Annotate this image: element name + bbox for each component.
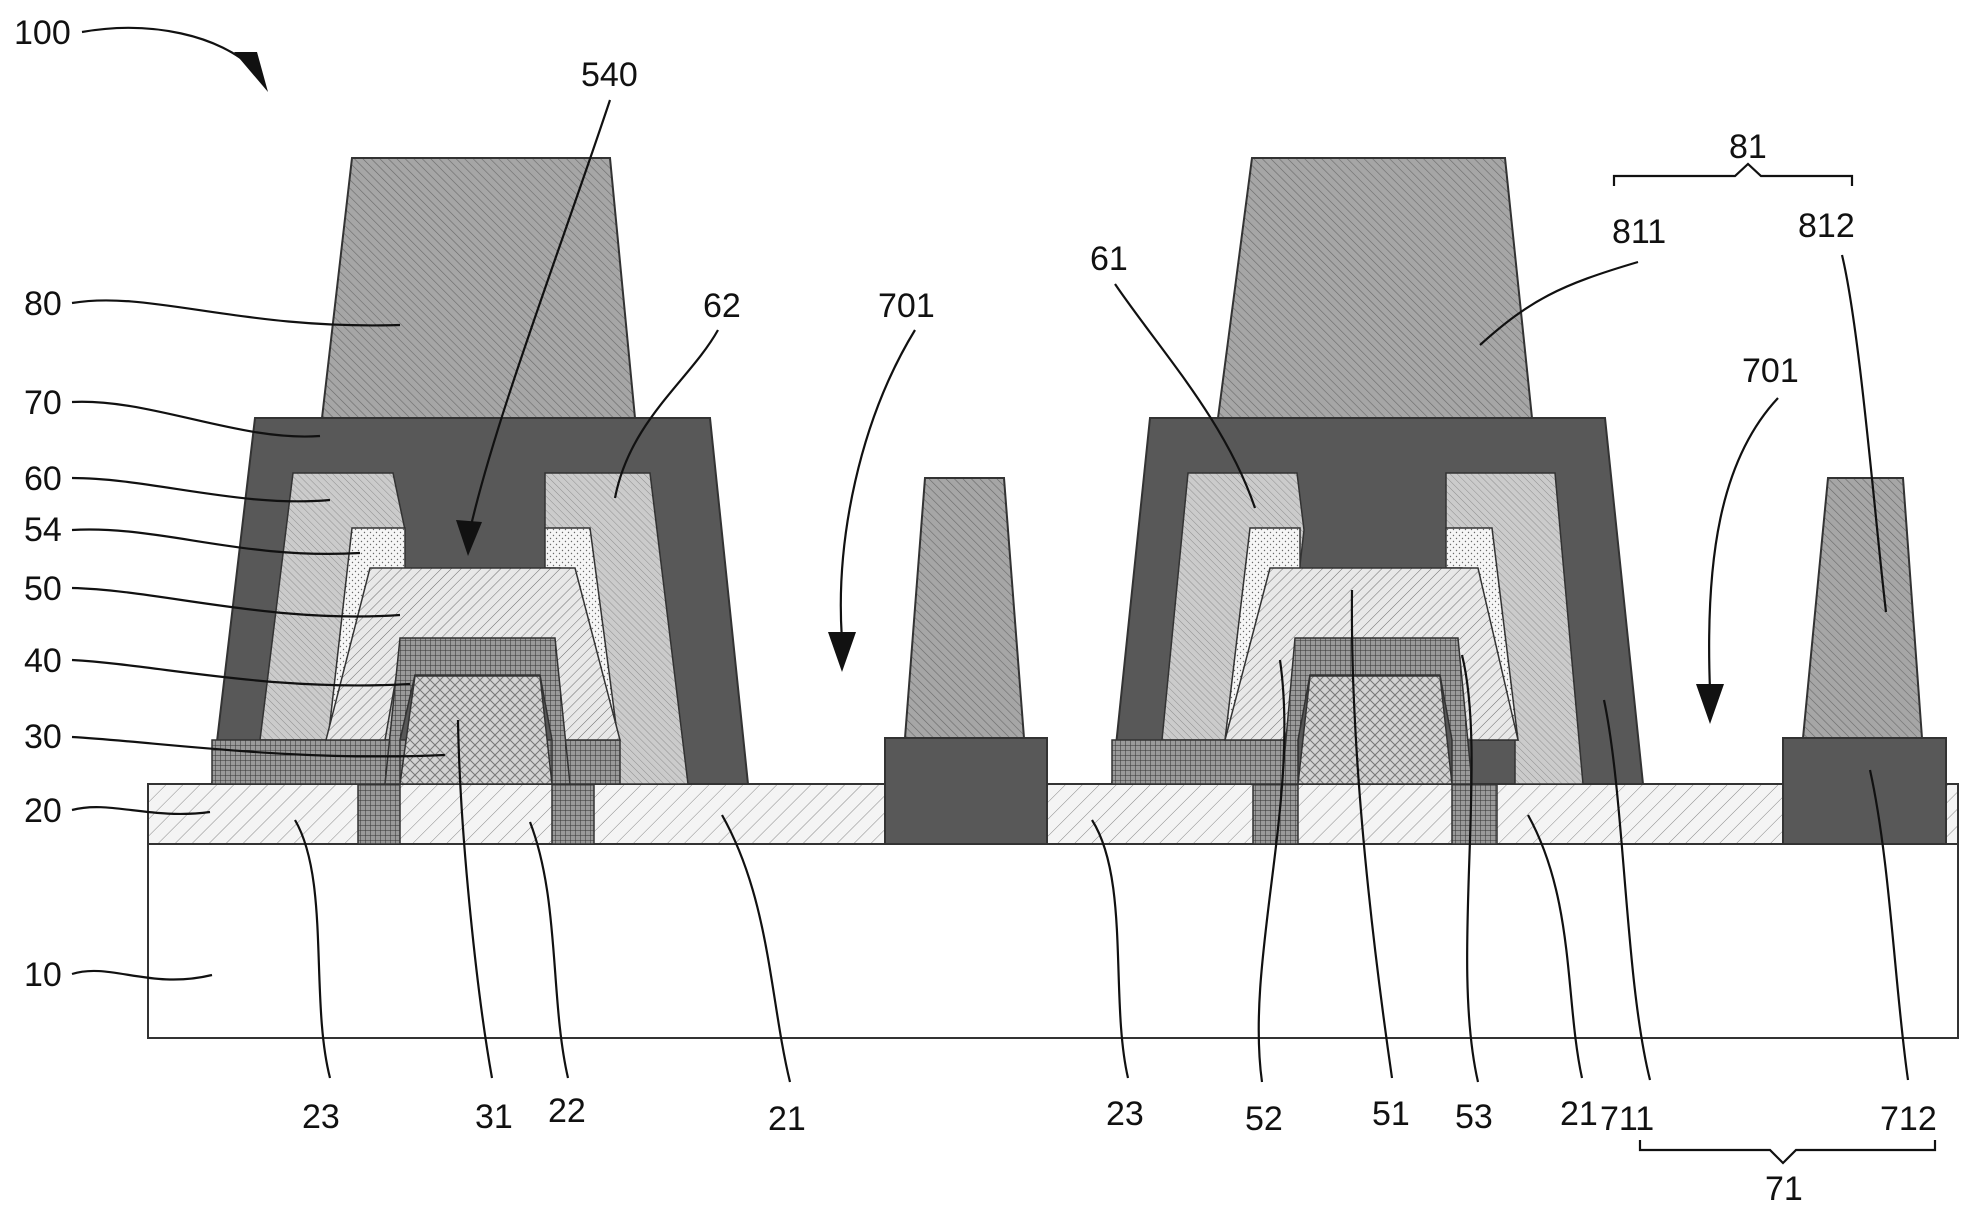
- right-contact-a: [1252, 783, 1299, 845]
- leader-21-left: [721, 814, 792, 1083]
- buffer-layer-20: [147, 783, 1959, 845]
- leader-80: [71, 299, 401, 327]
- label-22: 22: [548, 1092, 586, 1130]
- leader-10: [71, 969, 213, 981]
- label-81: 81: [1729, 128, 1767, 166]
- leader-40: [71, 658, 411, 687]
- label-811: 811: [1612, 213, 1666, 251]
- ref-100-arrowhead: [234, 52, 268, 92]
- bracket-81: [1612, 162, 1854, 186]
- right-contact-b: [1451, 783, 1498, 845]
- left-layer-40: [384, 637, 571, 785]
- left-layer-30: [399, 675, 553, 785]
- label-80: 80: [24, 285, 62, 323]
- leader-23-left: [294, 819, 332, 1079]
- label-31: 31: [475, 1098, 513, 1136]
- ref-100-leader: [81, 26, 256, 71]
- leader-53: [1460, 654, 1480, 1083]
- middle-pillar-81: [903, 477, 1026, 739]
- leader-70: [71, 400, 321, 438]
- right-base-712: [1782, 737, 1947, 845]
- leader-52: [1257, 659, 1286, 1083]
- label-61: 61: [1090, 240, 1128, 278]
- leader-61: [1114, 283, 1257, 509]
- label-54: 54: [24, 511, 62, 549]
- left-contact-b: [551, 783, 595, 845]
- right-layer-40: [1281, 637, 1473, 785]
- label-10: 10: [24, 956, 62, 994]
- arrowhead-540: [456, 520, 482, 556]
- right-transistor: [1110, 157, 1645, 845]
- right-layer-40-base: [1111, 739, 1299, 785]
- leader-540: [468, 99, 612, 531]
- ref-label-100: 100: [14, 14, 71, 52]
- label-70: 70: [24, 384, 62, 422]
- leader-31: [456, 719, 494, 1079]
- middle-base-71: [884, 737, 1048, 845]
- label-60: 60: [24, 460, 62, 498]
- leader-712: [1868, 769, 1910, 1081]
- label-540: 540: [581, 56, 638, 94]
- middle-pillar: [884, 477, 1048, 845]
- leader-62: [613, 329, 719, 499]
- left-layer-80: [320, 157, 637, 419]
- right-layer-811: [1216, 157, 1534, 419]
- left-contact-a: [357, 783, 401, 845]
- arrowhead-701-right: [1696, 684, 1724, 724]
- label-701-right: 701: [1742, 352, 1799, 390]
- label-23-right: 23: [1106, 1095, 1144, 1133]
- substrate-layer-10: [147, 843, 1959, 1039]
- label-712: 712: [1880, 1100, 1937, 1138]
- label-30: 30: [24, 718, 62, 756]
- label-20: 20: [24, 792, 62, 830]
- label-812: 812: [1798, 207, 1855, 245]
- leader-54: [71, 528, 361, 555]
- leader-21-right: [1527, 814, 1584, 1079]
- right-layer-30: [1297, 675, 1453, 785]
- label-21-right: 21: [1560, 1095, 1598, 1133]
- leader-711: [1602, 699, 1652, 1081]
- leader-811: [1479, 260, 1639, 346]
- arrowhead-701-middle: [828, 632, 856, 672]
- label-51: 51: [1372, 1095, 1410, 1133]
- label-701-middle: 701: [878, 287, 935, 325]
- leader-51: [1350, 589, 1394, 1079]
- leader-30: [71, 735, 446, 758]
- leader-60: [71, 476, 331, 503]
- leader-701-middle: [839, 329, 916, 641]
- label-40: 40: [24, 642, 62, 680]
- leader-50: [71, 586, 401, 618]
- label-21-left: 21: [768, 1100, 806, 1138]
- leader-22: [528, 821, 570, 1079]
- leader-20: [71, 806, 211, 816]
- label-71: 71: [1765, 1170, 1803, 1208]
- label-53: 53: [1455, 1098, 1493, 1136]
- leader-812: [1840, 254, 1888, 613]
- bracket-71: [1638, 1140, 1937, 1165]
- label-50: 50: [24, 570, 62, 608]
- right-pillar-812: [1801, 477, 1924, 739]
- label-62: 62: [703, 287, 741, 325]
- leader-23-right: [1091, 819, 1130, 1079]
- label-711: 711: [1600, 1100, 1654, 1138]
- leader-701-right: [1708, 397, 1779, 691]
- label-52: 52: [1245, 1100, 1283, 1138]
- left-transistor: [210, 157, 750, 845]
- label-23-left: 23: [302, 1098, 340, 1136]
- right-pillar: [1782, 477, 1947, 845]
